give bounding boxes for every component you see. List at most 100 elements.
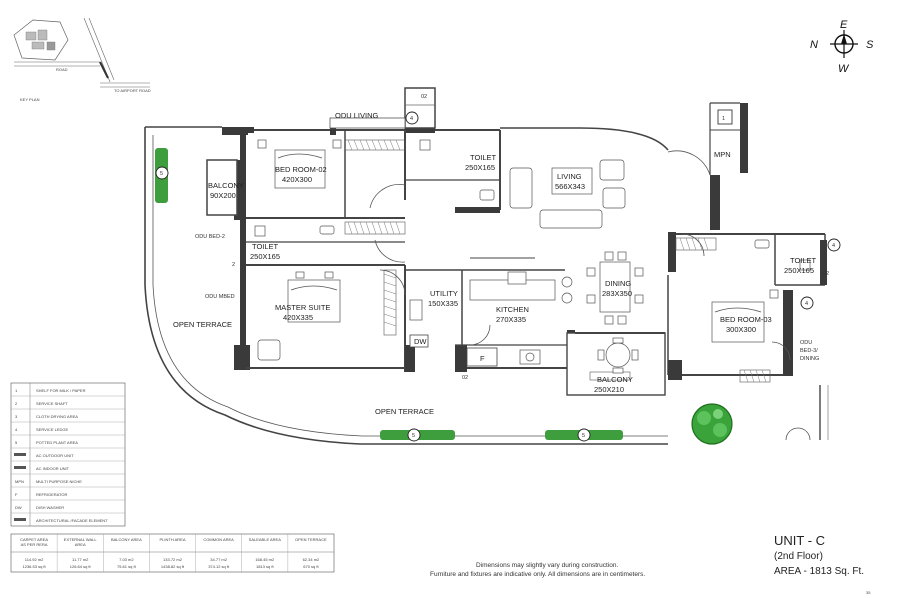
page-number: 35 xyxy=(866,590,871,595)
marker-2-left: 2 xyxy=(232,262,235,268)
marker-4-top: 4 xyxy=(410,116,413,122)
floor-label: (2nd Floor) xyxy=(774,551,823,562)
area-table-header: SALEABLE AREA xyxy=(249,537,282,542)
legend-swatch-icon xyxy=(14,453,26,456)
balcony-2-dim: 250X210 xyxy=(594,385,624,394)
area-table-cell: 133.72 m2 xyxy=(163,557,183,562)
bed-room-03-dim: 300X300 xyxy=(726,325,756,334)
master-suite-dim: 420X335 xyxy=(283,313,313,322)
kitchen-name: KITCHEN xyxy=(496,305,529,314)
odu-mbed-label: ODU MBED xyxy=(205,294,235,300)
odu-living-label: ODU LIVING xyxy=(335,111,379,120)
mpn-label: MPN xyxy=(714,150,731,159)
terrace-boundary xyxy=(144,126,829,445)
open-terrace-left: OPEN TERRACE xyxy=(173,320,232,329)
area-table-cell: 11.77 m2 xyxy=(72,557,89,562)
legend-swatch-icon xyxy=(14,466,26,469)
area-table-header: AREA xyxy=(75,542,86,547)
toilet-3-dim: 250X165 xyxy=(784,266,814,275)
room-labels: ODU LIVING BED ROOM-02 420X300 TOILET 25… xyxy=(173,111,819,416)
legend-text: SERVICE LEDGE xyxy=(36,427,68,432)
legend-symbol: 1 xyxy=(15,388,18,393)
area-table-cell: 75.61 sq ft xyxy=(117,564,137,569)
area-table-cell: 62.34 m2 xyxy=(303,557,320,562)
toilet-1-dim: 250X165 xyxy=(465,163,495,172)
key-plan: ROAD TO AIRPORT ROAD KEY PLAN xyxy=(13,17,151,102)
open-terrace-bottom: OPEN TERRACE xyxy=(375,407,434,416)
area-table-header: EXTERNAL WALL xyxy=(64,537,98,542)
legend-text: POTTED PLANT AREA xyxy=(36,440,78,445)
area-table-cell: 374.12 sq ft xyxy=(208,564,230,569)
footer: Dimensions may slightly vary during cons… xyxy=(430,533,871,595)
legend-symbol: 2 xyxy=(15,401,18,406)
area-table-header: CARPET AREA xyxy=(20,537,48,542)
legend-text: SHELF FOR MILK / PAPER xyxy=(36,388,86,393)
dining-dim: 283X350 xyxy=(602,289,632,298)
area-table-cell: 34.77 m2 xyxy=(210,557,227,562)
legend-text: CLOTH DRYING AREA xyxy=(36,414,78,419)
key-plan-label: KEY PLAN xyxy=(20,97,40,102)
area-table-header: COMMON AREA xyxy=(203,537,234,542)
kitchen-dim: 270X335 xyxy=(496,315,526,324)
odu-bed-3-line1: ODU xyxy=(800,340,812,346)
marker-02-bottom: 02 xyxy=(462,375,468,381)
bed-room-02-dim: 420X300 xyxy=(282,175,312,184)
legend-text: DISH WASHER xyxy=(36,505,64,510)
legend-text: AC OUTDOOR UNIT xyxy=(36,453,74,458)
legend-text: MULTI PURPOSE NICHE xyxy=(36,479,82,484)
utility-dim: 150X335 xyxy=(428,299,458,308)
legend-swatch-icon xyxy=(14,518,26,521)
marker-02-right: 02 xyxy=(823,271,829,277)
area-table-cell: 670 sq ft xyxy=(303,564,319,569)
footer-note-2: Furniture and fixtures are indicative on… xyxy=(430,571,645,578)
compass-e: E xyxy=(840,19,848,31)
toilet-1-name: TOILET xyxy=(470,153,497,162)
unit-title: UNIT - C xyxy=(774,533,825,548)
area-table-header: OPEN TERRACE xyxy=(295,537,327,542)
legend-symbol: DW xyxy=(15,505,22,510)
dw-label: DW xyxy=(414,337,427,346)
area-table-header: AS PER RERA xyxy=(21,542,48,547)
compass: E N S W xyxy=(810,19,874,75)
master-suite-name: MASTER SUITE xyxy=(275,303,330,312)
wardrobes xyxy=(344,139,771,383)
odu-bed-3-line3: DINING xyxy=(800,356,819,362)
legend-symbol: 4 xyxy=(15,427,18,432)
area-table-cell: 168.45 m2 xyxy=(255,557,275,562)
legend-text: ARCHITECTURAL /FACADE ELEMENT xyxy=(36,518,108,523)
fridge-label: F xyxy=(480,354,485,363)
bed-room-02-name: BED ROOM-02 xyxy=(275,165,327,174)
area-table-cell: 1813 sq ft xyxy=(256,564,274,569)
odu-bed-3-line2: BED-3/ xyxy=(800,348,818,354)
compass-w: W xyxy=(838,63,850,75)
toilet-2-dim: 250X165 xyxy=(250,252,280,261)
toilet-2-name: TOILET xyxy=(252,242,279,251)
tree-icon xyxy=(691,403,733,445)
utility-name: UTILITY xyxy=(430,289,458,298)
living-name: LIVING xyxy=(557,172,582,181)
legend-symbol: 3 xyxy=(15,414,18,419)
balcony-2-name: BALCONY xyxy=(597,375,633,384)
legend-symbol: F xyxy=(15,492,18,497)
marker-5-left: 5 xyxy=(160,171,163,177)
marker-4-bed3: 4 xyxy=(805,301,808,307)
legend-text: REFRIGERATOR xyxy=(36,492,68,497)
walls xyxy=(206,87,827,396)
area-table-cell: 114.92 m2 xyxy=(25,557,44,562)
odu-bed-2-label: ODU BED-2 xyxy=(195,234,225,240)
dining-name: DINING xyxy=(605,279,631,288)
marker-4-right: 4 xyxy=(832,243,835,249)
area-table-cell: 126.64 sq ft xyxy=(70,564,92,569)
marker-5-terrace-2: 5 xyxy=(582,433,585,439)
area-table-header: BALCONY AREA xyxy=(111,537,142,542)
marker-5-terrace-1: 5 xyxy=(412,433,415,439)
marker-1: 1 xyxy=(722,116,725,122)
balcony-1-name: BALCONY xyxy=(208,181,244,190)
key-plan-road-label: ROAD xyxy=(56,67,68,72)
markers: 4 4 4 5 5 5 1 02 02 02 2 xyxy=(155,94,841,442)
bed-room-03-name: BED ROOM-03 xyxy=(720,315,772,324)
key-plan-airport-road-label: TO AIRPORT ROAD xyxy=(114,88,151,93)
